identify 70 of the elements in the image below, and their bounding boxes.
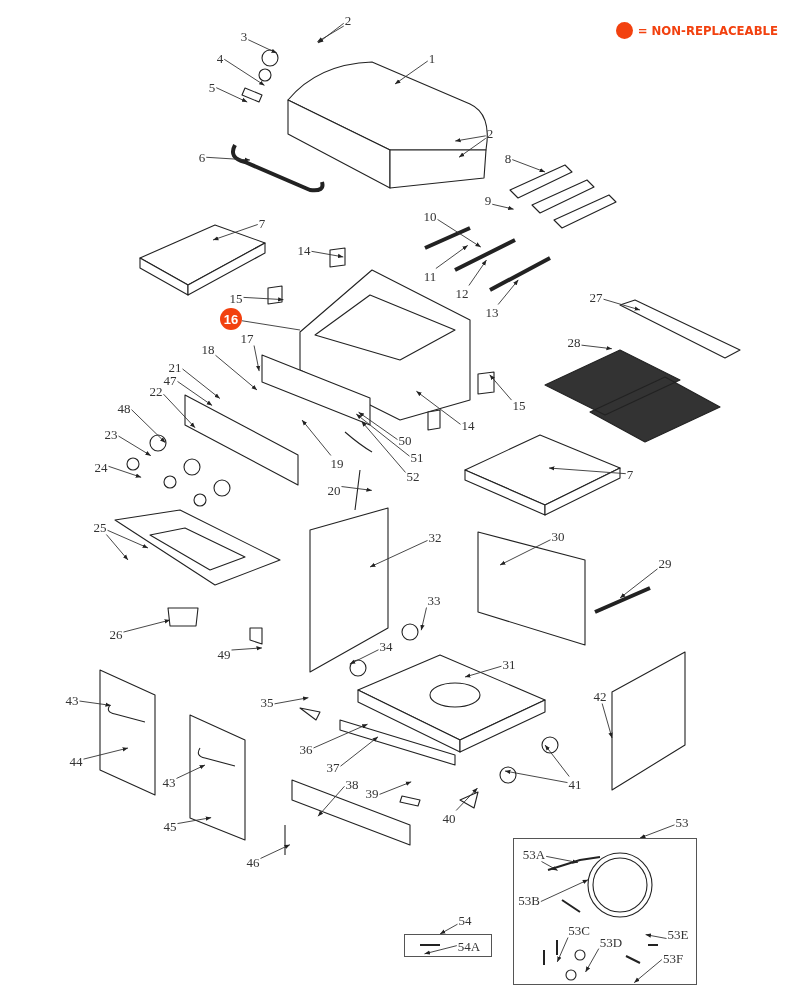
callout-number: 33 [426, 592, 442, 608]
callout-number: 44 [68, 753, 84, 769]
callout-number: 42 [592, 688, 608, 704]
callout-number: 27 [588, 289, 604, 305]
callout-number: 49 [216, 646, 232, 662]
leader-line [241, 320, 301, 331]
callout-number: 53D [598, 934, 624, 950]
callout-number: 24 [93, 459, 109, 475]
callout-number: 38 [344, 776, 360, 792]
callout-number: 3 [239, 28, 249, 44]
callout-number: 1 [427, 50, 437, 66]
callout-number: 53A [521, 846, 547, 862]
callout-number: 37 [325, 759, 341, 775]
callout-number: 9 [483, 192, 493, 208]
callout-number: 36 [298, 741, 314, 757]
callout-number: 15 [511, 397, 527, 413]
callout-number: 11 [422, 268, 438, 284]
callout-number: 29 [657, 555, 673, 571]
marked-callout-number: 16 [220, 308, 242, 330]
callout-number: 7 [257, 215, 267, 231]
callout-number: 18 [200, 341, 216, 357]
callout-number: 28 [566, 334, 582, 350]
callout-number: 31 [501, 656, 517, 672]
callout-number: 6 [197, 149, 207, 165]
callout-number: 53C [567, 922, 591, 938]
callout-number: 22 [148, 383, 164, 399]
callout-number: 14 [460, 417, 476, 433]
callout-number: 12 [454, 285, 470, 301]
callout-number: 5 [207, 79, 217, 95]
callout-number: 43 [161, 774, 177, 790]
callout-number: 50 [397, 432, 413, 448]
callout-number: 45 [162, 818, 178, 834]
callout-number: 26 [108, 626, 124, 642]
callout-number: 53F [661, 950, 685, 966]
callout-number: 39 [364, 785, 380, 801]
callout-number: 34 [378, 638, 394, 654]
callout-number: 10 [422, 208, 438, 224]
callout-number: 48 [116, 400, 132, 416]
callout-number: 41 [567, 776, 583, 792]
callout-number: 40 [441, 810, 457, 826]
callout-number: 53E [666, 926, 690, 942]
callout-number: 30 [550, 528, 566, 544]
callout-number: 15 [228, 290, 244, 306]
callout-number: 53B [517, 892, 541, 908]
callout-number: 47 [162, 372, 178, 388]
callout-number: 52 [405, 468, 421, 484]
callout-number: 46 [245, 854, 261, 870]
callout-number: 4 [215, 50, 225, 66]
legend-label: = NON-REPLACEABLE [637, 23, 778, 38]
callout-number: 32 [427, 529, 443, 545]
callout-number: 35 [259, 694, 275, 710]
callout-number: 20 [326, 482, 342, 498]
callout-number: 23 [103, 426, 119, 442]
callout-number: 8 [503, 150, 513, 166]
callout-number: 53 [674, 814, 690, 830]
callout-number: 21 [167, 359, 183, 375]
callout-number: 51 [409, 449, 425, 465]
callout-number: 54 [457, 912, 473, 928]
callout-number: 25 [92, 519, 108, 535]
callout-number: 2 [485, 125, 495, 141]
parts-kit-box [513, 838, 697, 985]
callout-number: 14 [296, 242, 312, 258]
callout-number: 7 [625, 466, 635, 482]
callout-number: 43 [64, 692, 80, 708]
parts-kit-box [404, 934, 492, 957]
callout-number: 13 [484, 304, 500, 320]
callout-number: 17 [239, 330, 255, 346]
callout-number: 54A [456, 938, 482, 954]
callout-number: 2 [343, 12, 353, 28]
callout-number: 19 [329, 455, 345, 471]
